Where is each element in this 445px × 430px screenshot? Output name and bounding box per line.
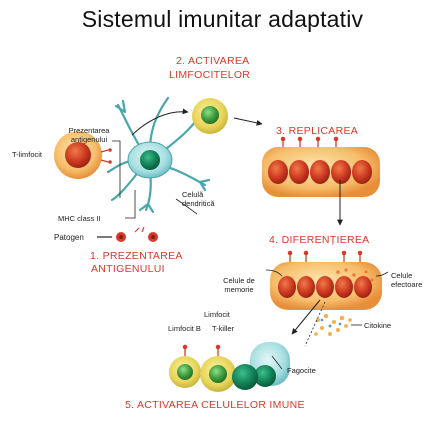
step4-label: 4. DIFERENȚIEREA — [269, 234, 370, 246]
label-t-killer: T-killer — [212, 324, 235, 333]
page-title: Sistemul imunitar adaptativ — [81, 6, 364, 32]
step3-label: 3. REPLICAREA — [276, 125, 359, 137]
immune-cells — [169, 342, 290, 392]
leader-lines — [112, 140, 389, 370]
label-effector-cells: Celule efectoare — [391, 271, 423, 289]
cytokine-cluster — [314, 313, 352, 336]
label-limfocit-b: Limfocit B — [168, 324, 201, 333]
activated-lymphocyte — [192, 98, 228, 134]
step1-line2: ANTIGENULUI — [91, 263, 165, 275]
label-phagocyte: Fagocite — [287, 366, 316, 375]
differentiation-cells — [270, 250, 382, 310]
step5-label: 5. ACTIVAREA CELULELOR IMUNE — [125, 399, 305, 411]
replication-cells — [262, 136, 380, 197]
t-lymphocyte-cell — [54, 131, 102, 179]
tcell-receptors — [100, 148, 112, 164]
label-antigen-presentation: Prezentarea antigenului — [68, 126, 110, 144]
label-t-lymphocyte: T-limfocit — [12, 150, 42, 159]
pathogen — [97, 226, 158, 242]
arrow-dendritic-to-lymphocyte — [131, 108, 189, 136]
step2-line1: 2. ACTIVAREA — [176, 55, 250, 67]
dendritic-cell — [106, 96, 211, 214]
label-pathogen: Patogen — [54, 233, 84, 242]
label-cytokine: Citokine — [364, 321, 392, 330]
label-limfocit: Limfocit — [204, 310, 230, 319]
label-dendritic-cell: Celulă dendritică — [182, 190, 215, 208]
arrow-to-replication — [233, 117, 263, 126]
step2-line2: LIMFOCITELOR — [169, 69, 251, 81]
arrow-to-effector — [291, 299, 321, 335]
step1-line1: 1. PREZENTAREA — [90, 250, 183, 262]
label-memory-cells: Celule de memorie — [223, 276, 255, 294]
cytokine-path — [304, 301, 326, 347]
label-mhc: MHC class II — [58, 214, 101, 223]
